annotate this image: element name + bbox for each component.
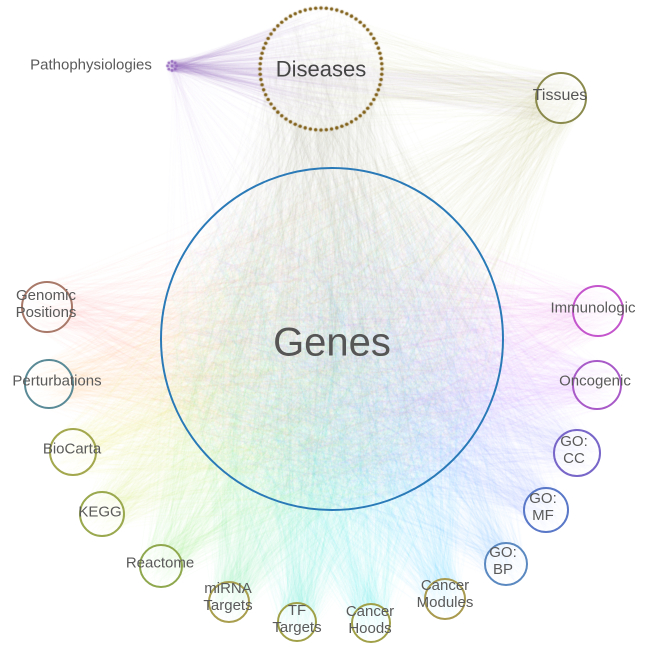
cancer-modules-circle	[424, 578, 466, 620]
mirna-targets-circle	[208, 581, 250, 623]
go-bp-circle	[484, 542, 528, 586]
tf-targets-circle	[277, 602, 317, 642]
genomic-positions-circle	[21, 281, 73, 333]
genes-circle	[160, 167, 504, 511]
oncogenic-circle	[572, 360, 622, 410]
reactome-circle	[139, 544, 183, 588]
tissues-circle	[535, 72, 587, 124]
biocarta-circle	[49, 428, 97, 476]
go-mf-circle	[523, 487, 569, 533]
go-cc-circle	[553, 429, 601, 477]
perturbations-circle	[24, 359, 74, 409]
kegg-circle	[79, 491, 125, 537]
cancer-hoods-circle	[351, 603, 391, 643]
immunologic-circle	[572, 285, 624, 337]
